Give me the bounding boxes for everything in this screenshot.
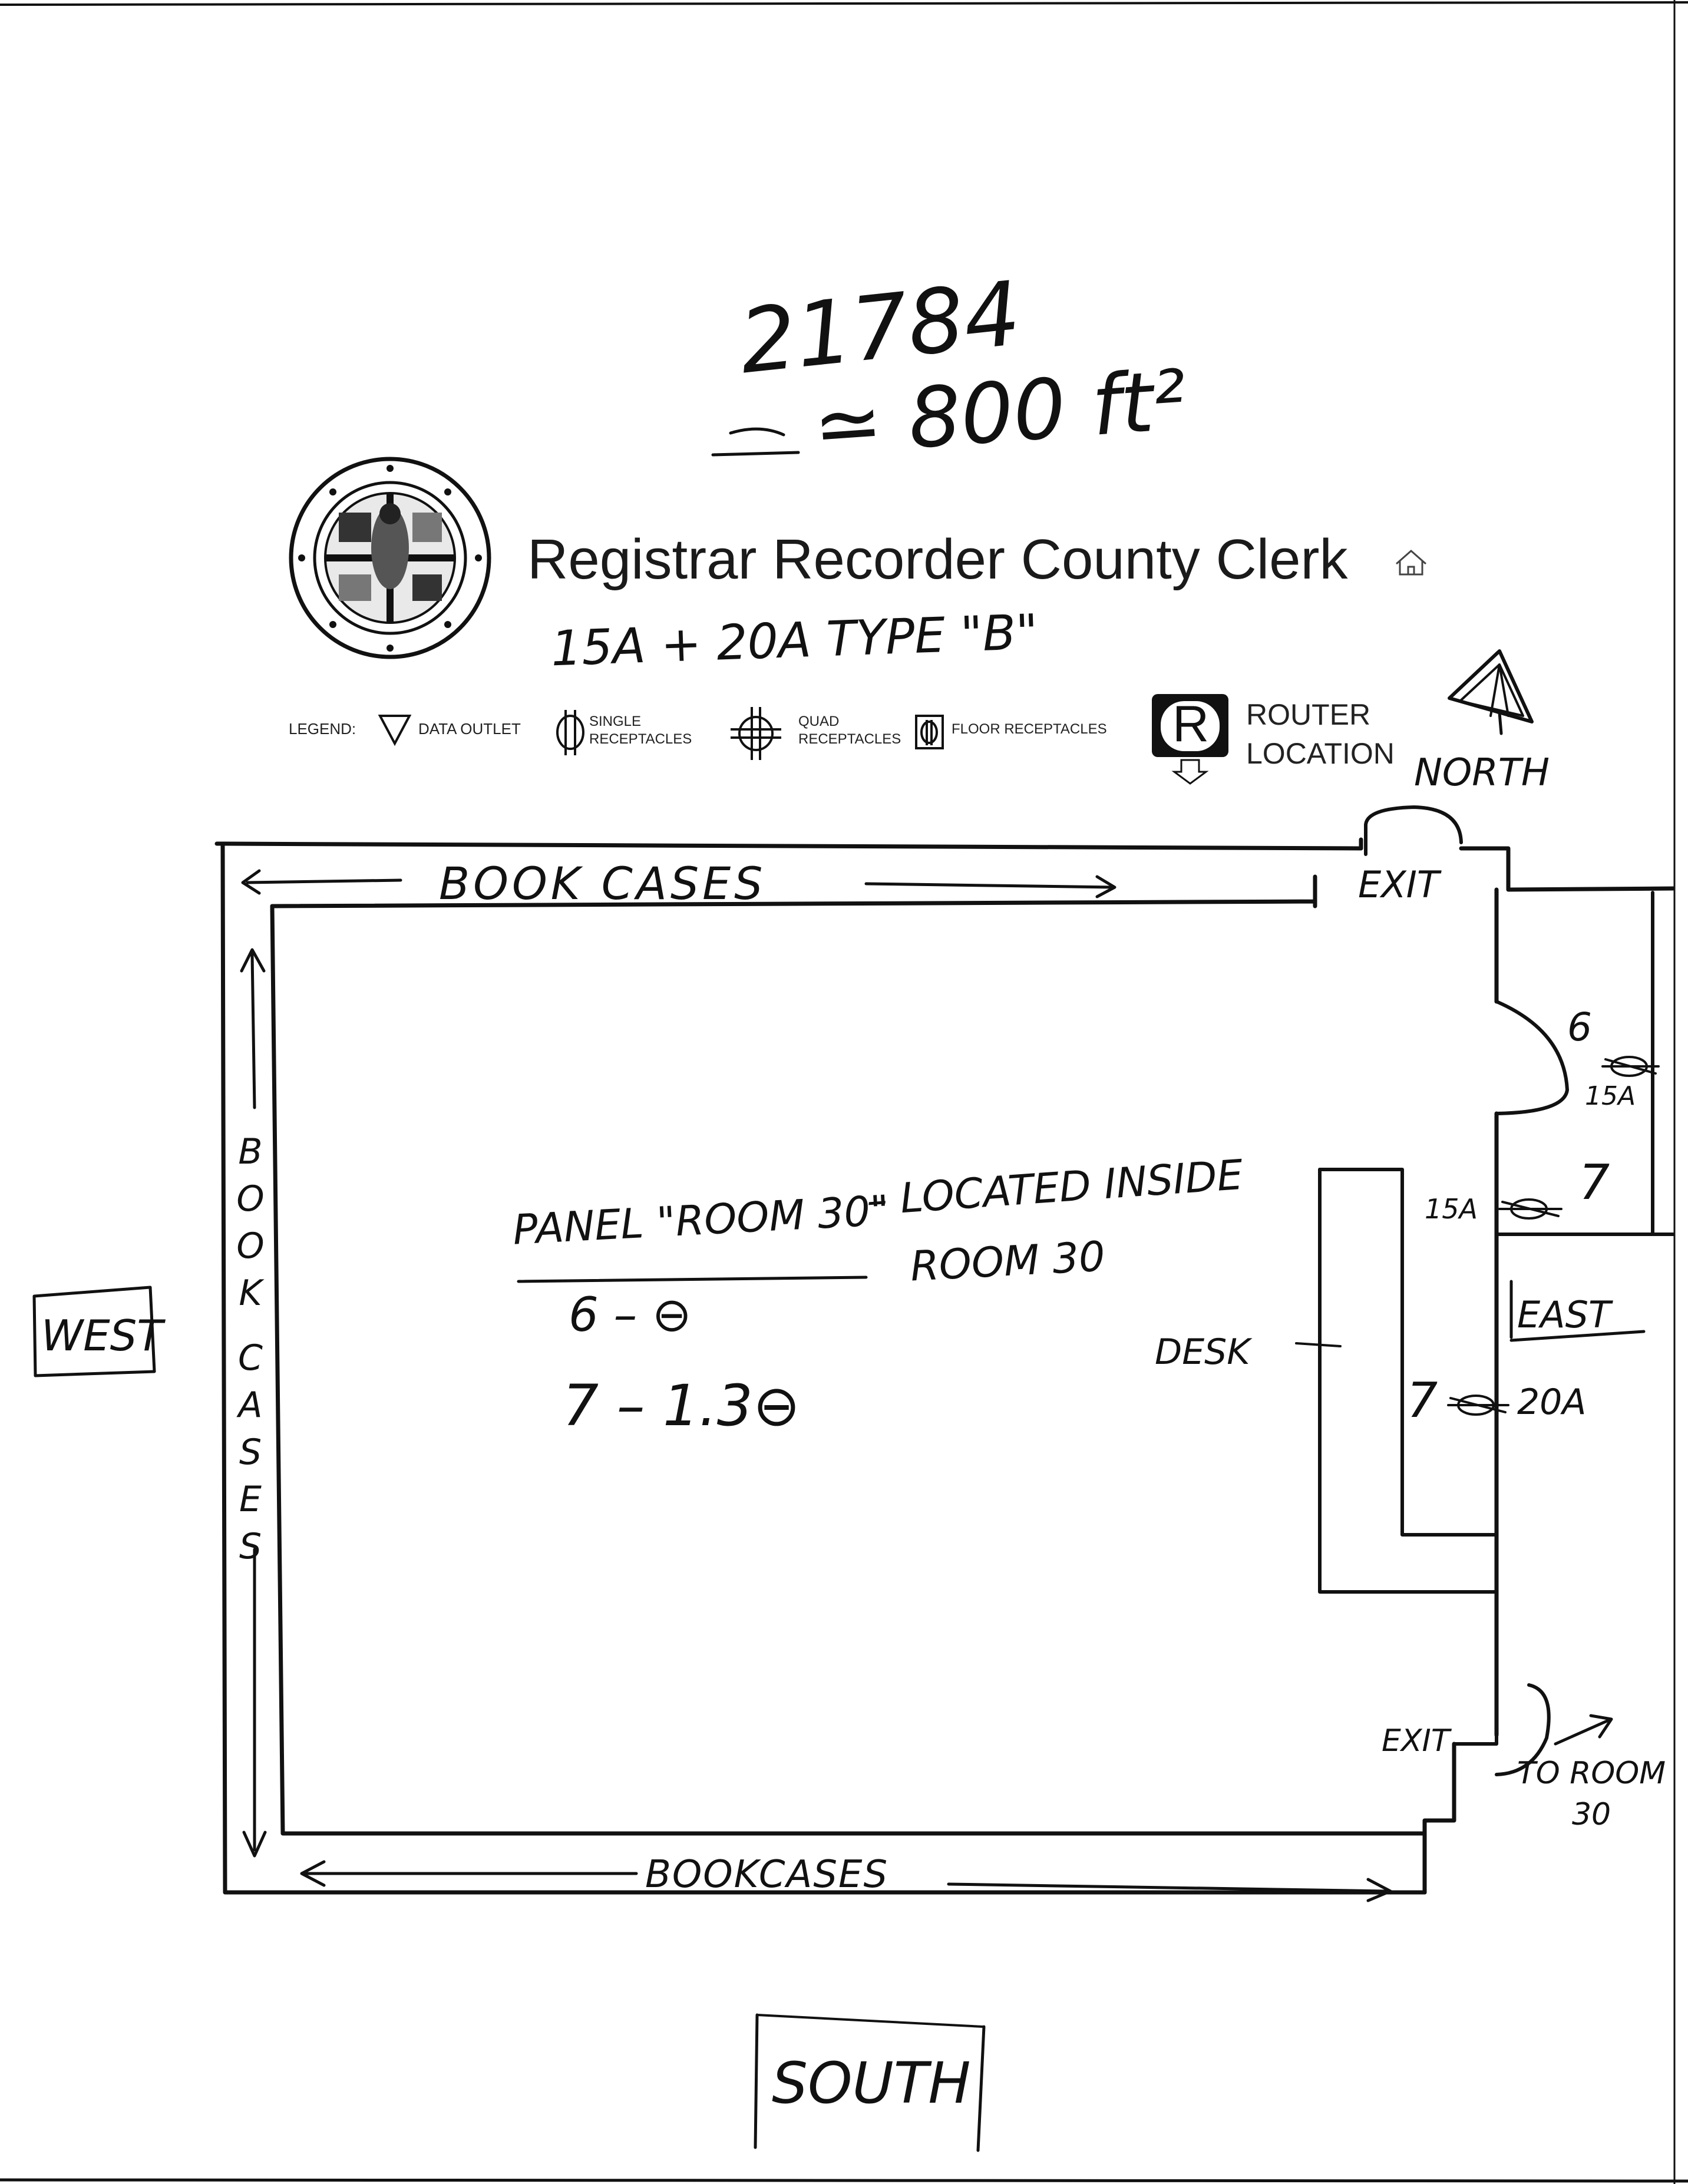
panel-circuit-6: 6 – ⊖ <box>569 1287 692 1342</box>
west-box <box>32 1286 156 1377</box>
receptacle-7-circuit: 7 <box>1579 1155 1610 1211</box>
bookcases-west-letter: B <box>238 1131 263 1172</box>
legend-floor-receptacles: FLOOR RECEPTACLES <box>952 721 1107 737</box>
quad-receptacle-icon <box>731 707 781 760</box>
west-arrowhead-up <box>240 948 266 973</box>
desk-leader-line <box>1295 1342 1342 1347</box>
router-letter: R <box>1172 696 1210 752</box>
bookcases-west-letter: A <box>238 1385 263 1426</box>
bookcases-west-letter: K <box>239 1273 262 1314</box>
receptacle-7b-circuit: 7 <box>1407 1373 1438 1429</box>
to-room-arrowhead <box>1589 1714 1613 1739</box>
south-exit-jamb <box>1452 1733 1498 1746</box>
bookcases-west-letter: S <box>239 1526 262 1567</box>
approx-mark-lower <box>711 451 800 457</box>
legend-router-location: ROUTER LOCATION <box>1246 698 1395 770</box>
bookcases-south-label: BOOKCASES <box>645 1853 889 1896</box>
north-exit-label: EXIT <box>1358 863 1439 906</box>
north-label: NORTH <box>1414 751 1550 795</box>
top-arrowhead-right <box>1095 875 1116 898</box>
north-arrow-icon <box>1448 649 1534 735</box>
south-box <box>754 2013 986 2152</box>
south-label: SOUTH <box>772 2050 971 2116</box>
receptacle-7-15a-symbol <box>1498 1198 1563 1220</box>
org-name: Registrar Recorder County Clerk <box>527 528 1348 591</box>
bookcases-west-letter: O <box>236 1225 265 1267</box>
legend-single-receptacles: SINGLE RECEPTACLES <box>589 713 692 747</box>
top-arrow-left <box>246 878 402 884</box>
receptacle-6-15a-symbol <box>1601 1056 1660 1077</box>
single-receptacle-icon <box>556 710 584 755</box>
east-box <box>1509 1280 1646 1342</box>
home-icon <box>1396 550 1426 576</box>
panel-location-line2: ROOM 30 <box>909 1232 1106 1291</box>
receptacle-7-amps: 15A <box>1425 1193 1478 1225</box>
east-label: EAST <box>1517 1293 1611 1336</box>
receptacle-6-amps: 15A <box>1585 1081 1636 1111</box>
desk-outline-inner <box>1318 1168 1498 1537</box>
receptacle-6-circuit: 6 <box>1567 1005 1592 1050</box>
bottom-arrowhead-left <box>300 1860 326 1887</box>
to-room-30-label: TO ROOM 30 <box>1517 1756 1666 1832</box>
to-room-arrow <box>1554 1719 1610 1746</box>
top-arrowhead-left <box>241 869 261 895</box>
bookcases-west-letter: E <box>239 1479 262 1520</box>
west-south-outer-wall <box>220 841 1427 1895</box>
south-box-top <box>756 2014 984 2028</box>
router-location-icon <box>1152 694 1228 785</box>
west-south-inner-wall <box>270 904 1426 1836</box>
bookcases-west-letter: S <box>239 1432 262 1473</box>
top-arrow-right <box>864 882 1115 889</box>
bottom-arrowhead-right <box>1366 1878 1392 1902</box>
desk-label: DESK <box>1155 1331 1250 1373</box>
legend-label: LEGEND: <box>289 720 356 738</box>
county-seal-icon <box>289 457 491 659</box>
north-inner-wall <box>270 874 1317 908</box>
north-outer-wall <box>214 837 1676 892</box>
bottom-arrow-right <box>947 1882 1389 1893</box>
panel-title-underline <box>517 1276 868 1283</box>
legend-data-outlet: DATA OUTLET <box>418 720 521 738</box>
bookcases-west-letter: O <box>236 1178 265 1220</box>
desk-outline-outer <box>1318 1168 1498 1594</box>
receptacle-7-20a-symbol <box>1447 1395 1509 1416</box>
legend-quad-receptacles: QUAD RECEPTACLES <box>798 713 901 747</box>
floor-receptacle-icon <box>915 715 944 749</box>
bookcases-north-label: BOOK CASES <box>439 857 767 910</box>
west-label: WEST <box>41 1311 163 1360</box>
southeast-wall-jog <box>1422 1742 1456 1895</box>
bookcases-west-letter: C <box>238 1337 263 1379</box>
approx-mark-upper <box>729 427 785 437</box>
east-door-swing <box>1495 1000 1569 1115</box>
data-outlet-icon <box>378 715 412 746</box>
west-arrowhead-down <box>242 1831 267 1858</box>
south-exit-door-swing <box>1495 1683 1551 1776</box>
receptacle-7b-amps: 20A <box>1517 1382 1587 1423</box>
scan-top-edge <box>0 1 1688 6</box>
west-arrow-up <box>250 953 256 1109</box>
south-exit-label: EXIT <box>1382 1723 1450 1759</box>
panel-circuit-7: 7 – 1.3⊖ <box>563 1373 801 1439</box>
scan-bottom-edge <box>0 2178 1688 2183</box>
north-exit-door-swing <box>1364 805 1463 856</box>
